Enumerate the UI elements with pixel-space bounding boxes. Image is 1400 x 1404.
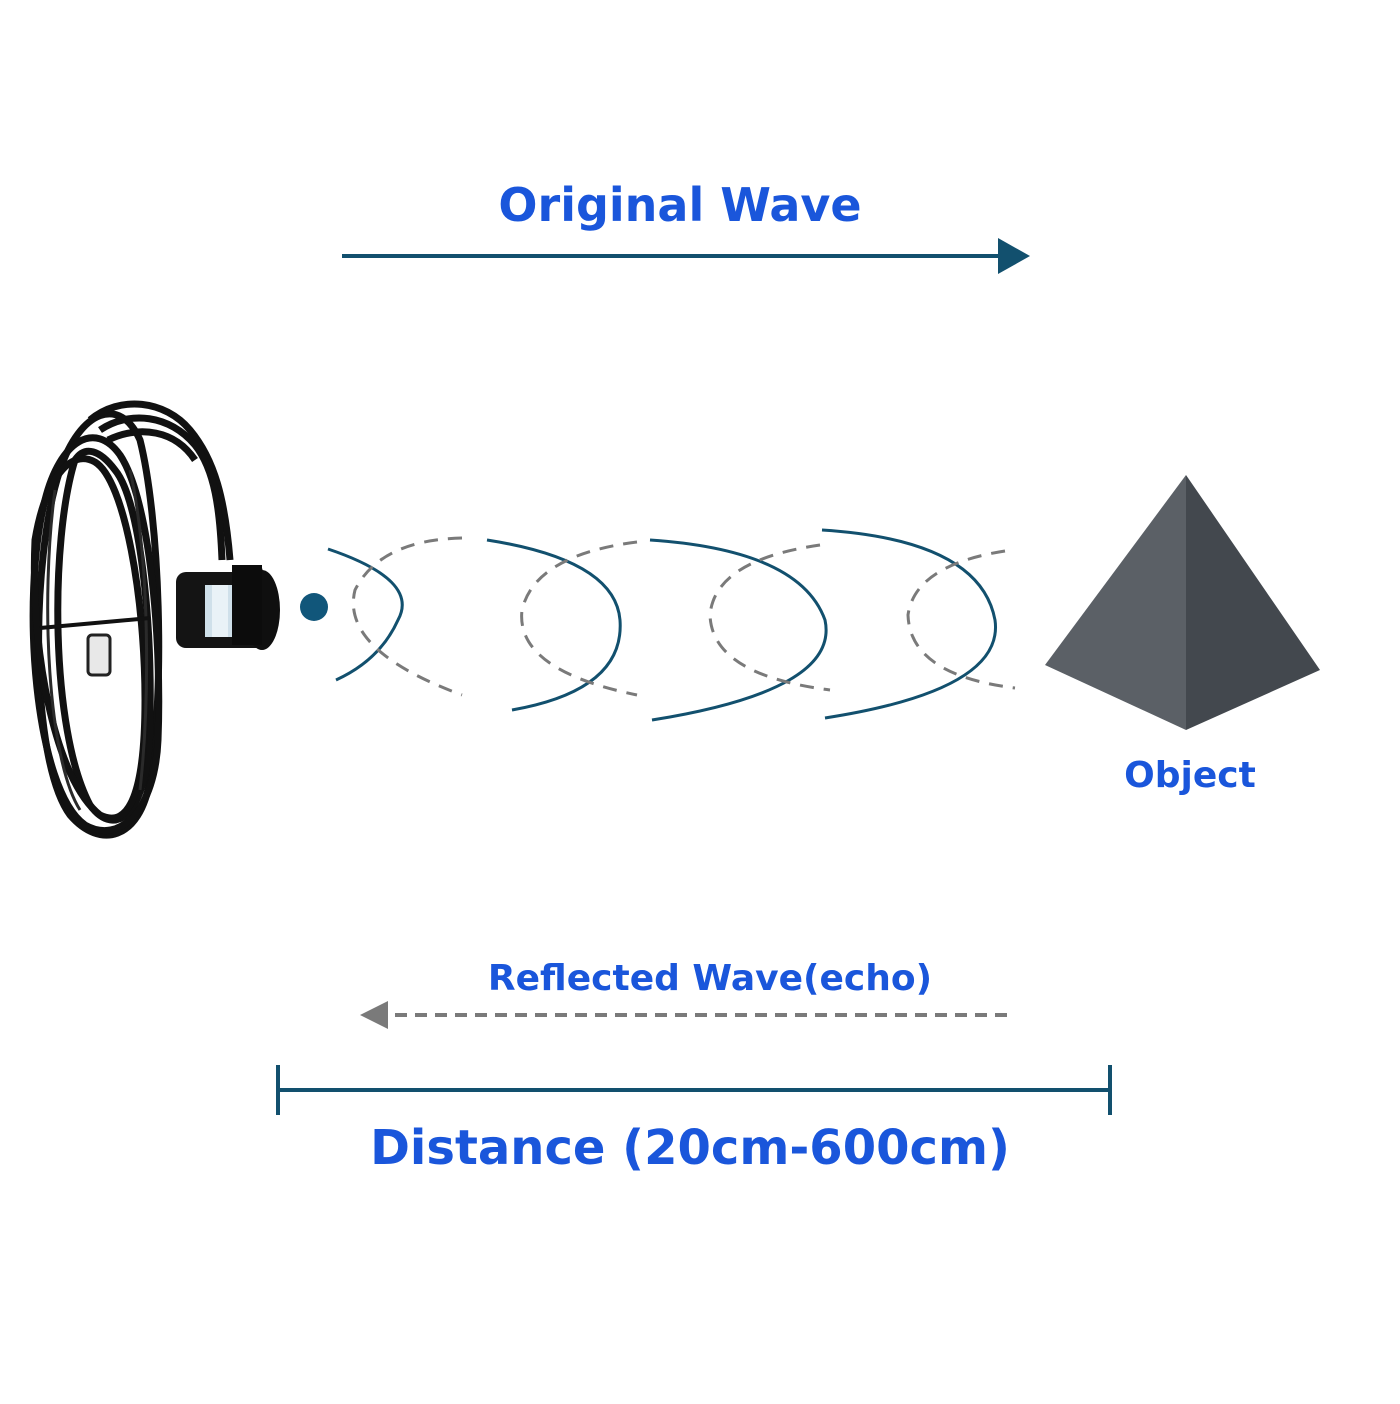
pyramid-icon: [1045, 475, 1320, 730]
distance-label: Distance (20cm-600cm): [370, 1120, 1010, 1176]
ultrasonic-sensor-icon: [29, 400, 280, 839]
forward-wave-front: [649, 538, 828, 722]
forward-wave-fronts: [327, 528, 998, 722]
echo-wave-fronts: [352, 536, 1016, 697]
original-wave-arrow: [342, 238, 1030, 274]
distance-bracket: [276, 1065, 1112, 1115]
emitter-dot: [300, 593, 328, 621]
object-label: Object: [1124, 755, 1256, 796]
forward-wave-front: [327, 547, 404, 682]
reflected-wave-arrow: [360, 1001, 1007, 1029]
echo-wave-front: [352, 536, 463, 697]
echo-wave-front: [520, 540, 638, 697]
echo-wave-front: [708, 543, 831, 692]
forward-wave-front: [486, 538, 622, 712]
echo-wave-front: [906, 549, 1016, 690]
original-wave-label: Original Wave: [498, 178, 862, 232]
forward-wave-front: [821, 528, 998, 720]
reflected-wave-label: Reflected Wave(echo): [487, 958, 933, 999]
